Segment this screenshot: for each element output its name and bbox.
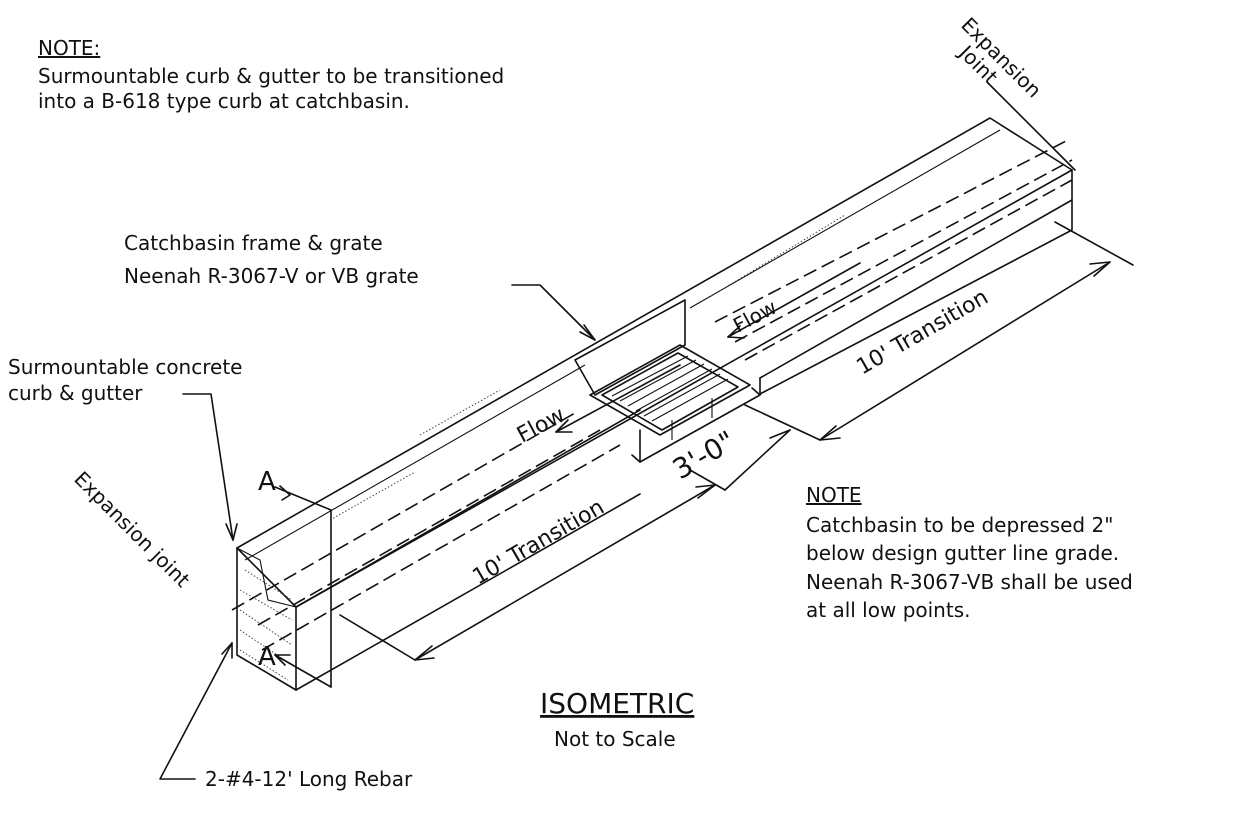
transition-label-lower: 10' Transition (469, 495, 609, 590)
transition-label-upper: 10' Transition (853, 285, 993, 380)
dimension-3ft-label: 3'-0" (667, 424, 741, 486)
surface-texture (329, 214, 846, 521)
expansion-joint-left-label: Expansion joint (69, 467, 194, 592)
right-note-line-4: at all low points. (806, 598, 970, 622)
flow-arrows (555, 262, 861, 433)
leaders (159, 81, 1076, 780)
section-a-bottom-label: A (258, 642, 276, 672)
top-note-line-2: into a B-618 type curb at catchbasin. (38, 89, 410, 113)
right-note-line-3: Neenah R-3067-VB shall be used (806, 570, 1133, 594)
title-main: ISOMETRIC (540, 687, 694, 720)
section-cut-a (274, 485, 332, 688)
catchbasin-label-2: Neenah R-3067-V or VB grate (124, 264, 419, 288)
flow-label-lower: Flow (513, 403, 569, 449)
title-sub: Not to Scale (554, 727, 676, 751)
top-note-heading: NOTE: (38, 36, 100, 60)
top-note-line-1: Surmountable curb & gutter to be transit… (38, 64, 504, 88)
dimension-lines (339, 221, 1134, 661)
catchbasin-label-1: Catchbasin frame & grate (124, 231, 383, 255)
rebar-lines (231, 139, 1073, 651)
curb-gutter-label-1: Surmountable concrete (8, 355, 242, 379)
rebar-label: 2-#4-12' Long Rebar (205, 767, 413, 791)
catchbasin-grate (574, 299, 761, 463)
section-a-top-label: A (258, 467, 276, 497)
right-note-heading: NOTE (806, 483, 862, 507)
right-note-line-1: Catchbasin to be depressed 2" (806, 513, 1113, 537)
right-note-line-2: below design gutter line grade. (806, 541, 1119, 565)
curb-gutter-label-2: curb & gutter (8, 381, 143, 405)
